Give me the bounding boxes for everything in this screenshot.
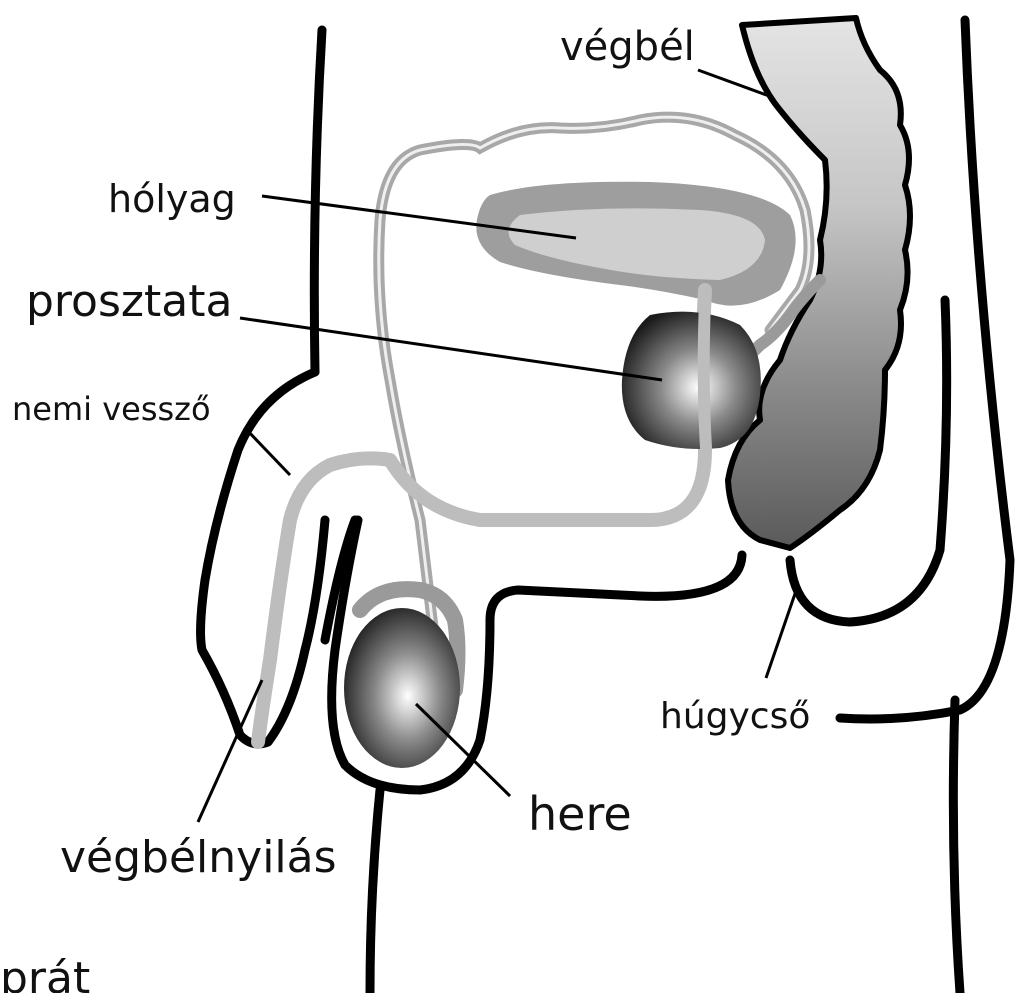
leg-back-line [953,700,960,993]
label-prosztata: prosztata [26,276,232,327]
leader-hugycso [766,585,798,678]
label-here: here [528,787,632,841]
label-nemi-vesszo: nemi vessző [12,390,211,428]
label-holyag: hólyag [108,177,236,221]
leader-nemi-vesszo [245,428,290,475]
testis [344,608,460,768]
perineum-line [490,555,742,620]
prostate-urethra [704,300,706,448]
label-hugycso: húgycső [660,696,810,737]
label-vegbel: végbél [560,24,695,70]
label-vegbelnyilas: végbélnyilás [60,832,337,883]
leader-prosztata [240,318,662,380]
body-front-upper-line [314,30,322,372]
label-cropped-bottom: prát [0,953,90,993]
prostate-gland [622,312,761,449]
leg-front-line [370,790,380,993]
